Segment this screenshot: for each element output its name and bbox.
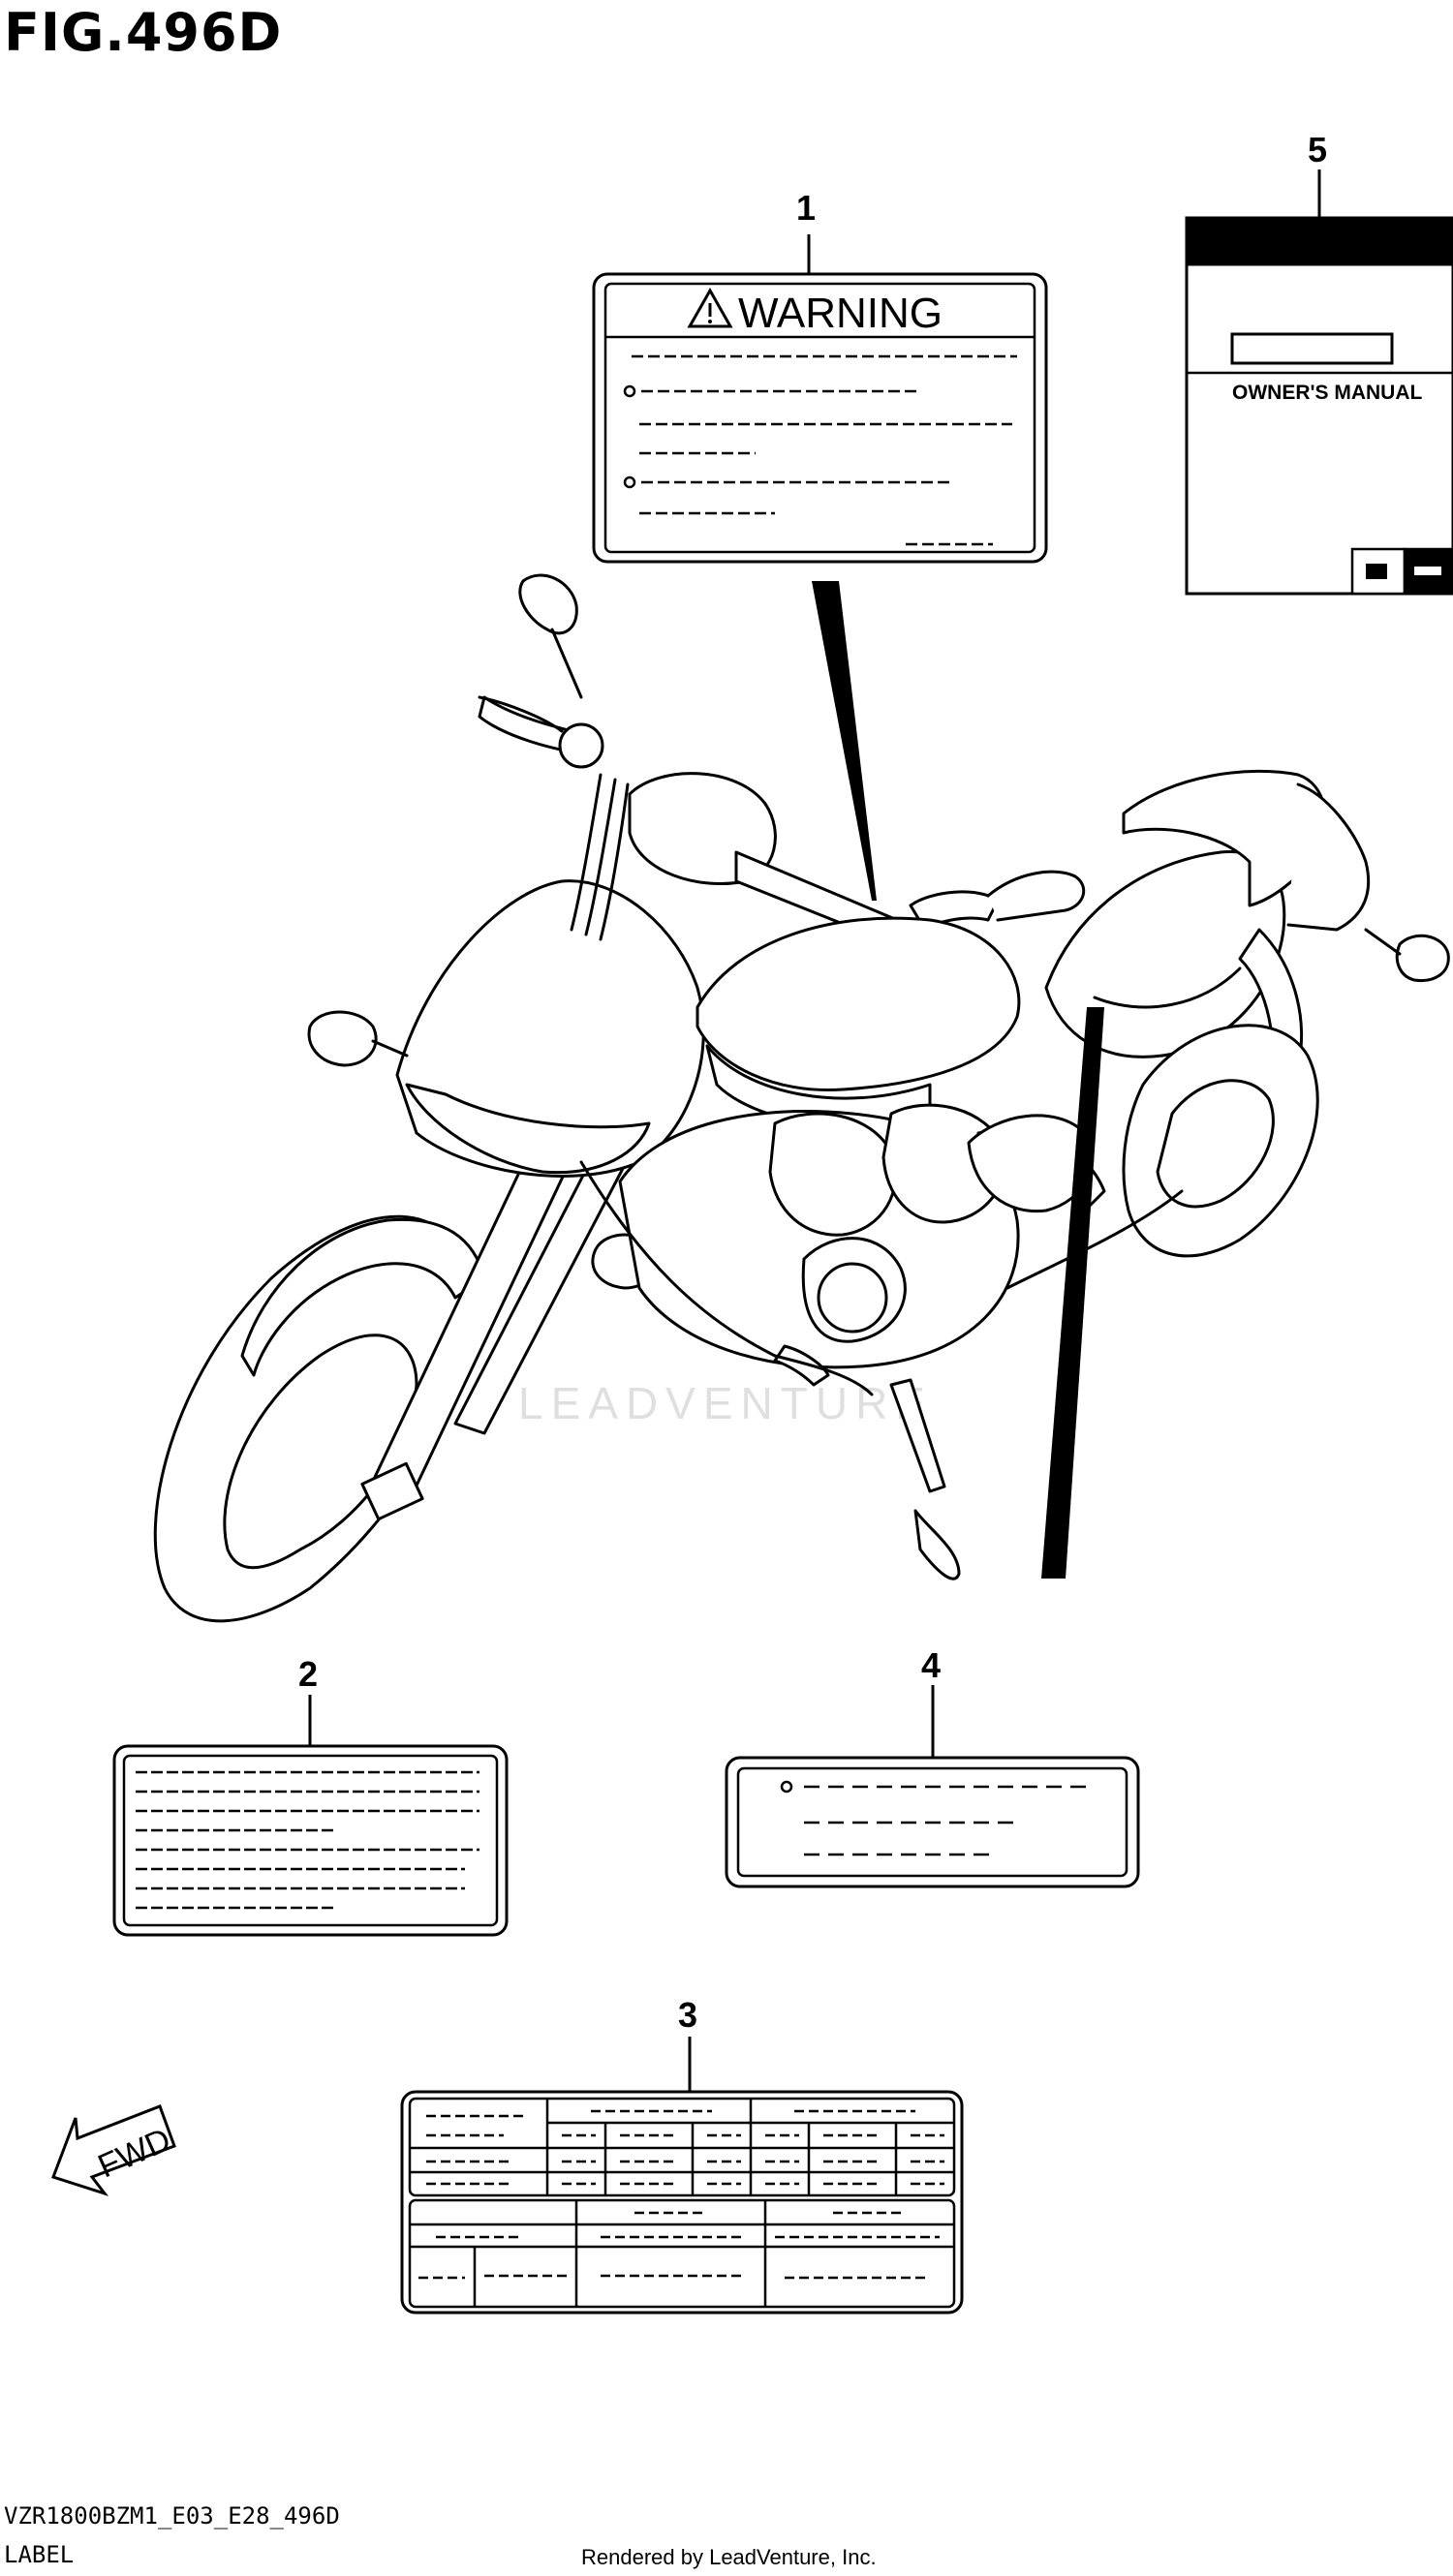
side-stand-foot (913, 1509, 961, 1580)
label-3 (400, 2090, 964, 2315)
figure-code: VZR1800BZM1_E03_E28_496D (4, 2502, 340, 2530)
tail-section (1286, 782, 1371, 932)
rider-seat (1044, 850, 1286, 1058)
front-left-signal (307, 1010, 378, 1067)
figure-title: FIG.496D (4, 2, 283, 63)
callout-3: 3 (678, 1995, 697, 2035)
left-lever (478, 695, 564, 733)
bullet (623, 475, 636, 489)
left-grip (558, 722, 604, 769)
watermark: LEADVENTURE (518, 1378, 933, 1428)
fuel-tank (696, 916, 1021, 1092)
owners-manual-title: OWNER'S MANUAL (1232, 382, 1422, 404)
fwd-arrow-icon (51, 2104, 176, 2196)
side-stand (889, 1378, 946, 1493)
warning-label: WARNING (592, 272, 1048, 564)
axle-block (360, 1461, 424, 1521)
frame-rail (579, 1160, 777, 1358)
callout-1: 1 (796, 188, 816, 228)
rear-signal-stalk (1364, 928, 1402, 956)
bullet (780, 1780, 793, 1794)
callout-numbers: 1 2 3 4 5 (298, 130, 1327, 2035)
cylinder-1 (768, 1112, 897, 1237)
tank-panel (705, 1044, 932, 1127)
figure-name: LABEL (4, 2541, 75, 2568)
rear-signal (1395, 934, 1450, 983)
label-4 (725, 1756, 1140, 1888)
callout-4: 4 (921, 1645, 941, 1685)
pointer-label-2 (1041, 1007, 1104, 1579)
pointer-label-1 (812, 581, 877, 901)
cables (570, 773, 630, 941)
label-2 (112, 1744, 509, 1937)
footpeg (773, 1344, 830, 1387)
rendered-by: Rendered by LeadVenture, Inc. (581, 2545, 877, 2569)
headlight-cowl (395, 879, 705, 1178)
front-rim (223, 1334, 418, 1570)
shift-lever (773, 1354, 874, 1396)
leader-pointers (308, 169, 1321, 2092)
callout-5: 5 (1308, 130, 1327, 169)
brand-logo-icon (1366, 564, 1387, 579)
clutch-cover (817, 1262, 888, 1334)
rear-hub (1156, 1079, 1275, 1209)
swingarm (1005, 1189, 1184, 1290)
right-lever-arm (986, 870, 1086, 922)
owners-manual: OWNER'S MANUAL (1185, 216, 1453, 596)
callout-2: 2 (298, 1654, 318, 1694)
front-left-signal-stalk (371, 1039, 409, 1058)
seat-line (1093, 966, 1242, 1009)
fwd-arrow: FWD (51, 2104, 176, 2196)
left-mirror (518, 573, 578, 635)
headlight-lens (405, 1083, 651, 1175)
bullet (623, 384, 636, 398)
mirror-stem (550, 628, 583, 699)
warning-heading: WARNING (738, 290, 943, 337)
motorcycle-illustration (153, 573, 1450, 1623)
watermark-text: LEADVENTURE (518, 1378, 933, 1428)
